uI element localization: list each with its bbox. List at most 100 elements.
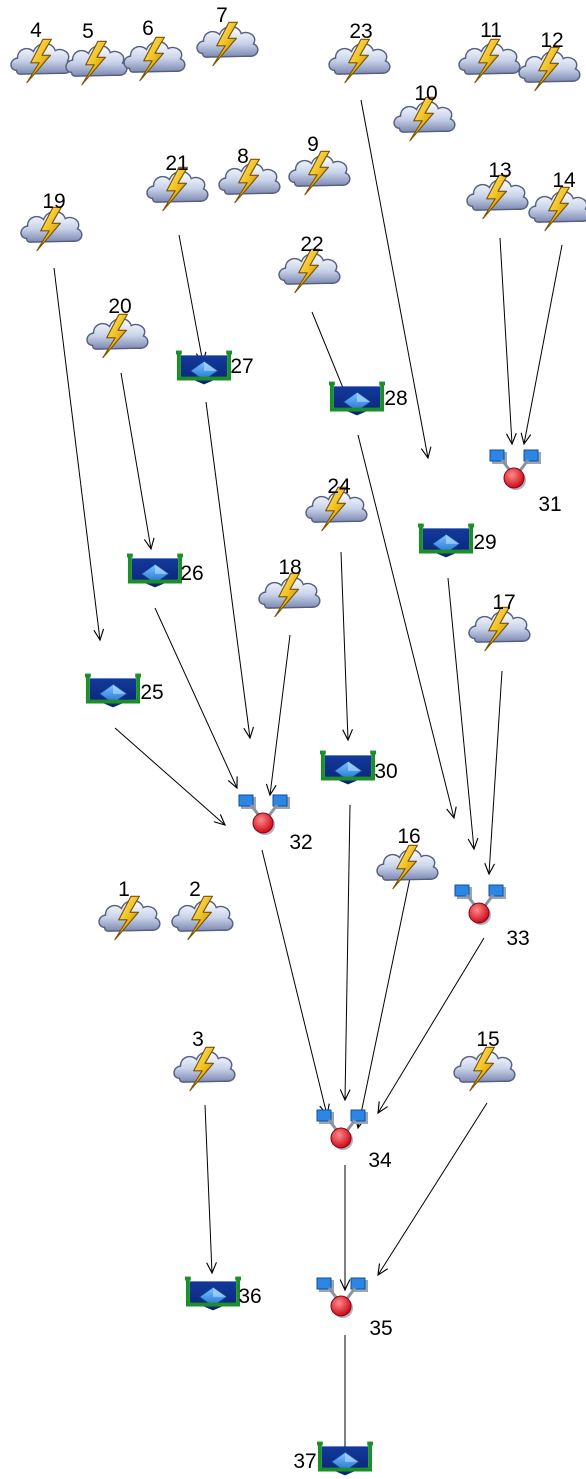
subbasin-reach-icon	[84, 671, 142, 710]
flow-arrow-13-to-31	[499, 237, 517, 446]
node-37[interactable]: 37	[293, 1439, 374, 1478]
node-31[interactable]: 31	[488, 448, 562, 516]
node-label: 13	[488, 159, 511, 182]
storm-cloud-icon	[65, 40, 128, 86]
node-8[interactable]: 8	[218, 145, 281, 204]
subbasin-reach-icon	[328, 379, 386, 418]
node-11[interactable]: 11	[458, 19, 521, 84]
flow-arrow-28-to-33	[357, 434, 457, 820]
node-label: 25	[140, 681, 163, 704]
flow-arrow-21-to-27	[178, 234, 207, 365]
node-16[interactable]: 16	[376, 825, 439, 890]
node-label: 24	[327, 475, 351, 498]
node-19[interactable]: 19	[20, 190, 83, 252]
node-25[interactable]: 25	[84, 671, 164, 710]
node-label: 35	[369, 1317, 392, 1340]
node-label: 2	[189, 878, 201, 901]
node-18[interactable]: 18	[258, 556, 321, 618]
node-label: 20	[108, 295, 131, 318]
node-33[interactable]: 33	[453, 883, 530, 950]
node-6[interactable]: 6	[123, 17, 186, 82]
node-23[interactable]: 23	[328, 20, 391, 84]
node-24[interactable]: 24	[305, 475, 368, 532]
node-15[interactable]: 15	[453, 1028, 516, 1092]
junction-icon	[315, 1276, 369, 1320]
junction-icon	[453, 883, 507, 927]
node-label: 21	[165, 152, 188, 175]
node-34[interactable]: 34	[315, 1108, 392, 1172]
node-22[interactable]: 22	[278, 233, 341, 294]
node-4[interactable]: 4	[10, 19, 73, 84]
storm-cloud-icon	[86, 313, 149, 359]
node-label: 34	[368, 1149, 392, 1172]
junction-icon	[315, 1108, 369, 1152]
storm-cloud-icon	[288, 150, 351, 196]
node-17[interactable]: 17	[468, 591, 531, 652]
subbasin-reach-icon	[316, 1439, 374, 1478]
storm-cloud-icon	[258, 572, 321, 618]
subbasin-reach-icon	[175, 348, 233, 387]
flow-arrow-33-to-34	[377, 937, 485, 1115]
storm-cloud-icon	[518, 46, 581, 92]
node-32[interactable]: 32	[237, 793, 313, 854]
storm-cloud-icon	[218, 158, 281, 204]
node-10[interactable]: 10	[393, 82, 456, 142]
storm-cloud-icon	[328, 38, 391, 84]
flow-arrow-27-to-32	[205, 401, 255, 740]
node-36[interactable]: 36	[184, 1274, 262, 1313]
node-label: 3	[192, 1028, 204, 1051]
flow-arrow-14-to-31	[520, 244, 563, 446]
storm-cloud-icon	[171, 895, 234, 941]
storm-cloud-icon	[376, 844, 439, 890]
node-5[interactable]: 5	[65, 20, 128, 86]
node-1[interactable]: 1	[98, 878, 161, 941]
node-13[interactable]: 13	[466, 159, 529, 220]
node-21[interactable]: 21	[146, 152, 209, 212]
node-label: 17	[492, 591, 515, 614]
node-label: 26	[180, 562, 203, 585]
node-3[interactable]: 3	[173, 1028, 236, 1092]
node-label: 6	[142, 17, 154, 40]
junction-icon	[237, 793, 291, 837]
node-27[interactable]: 27	[175, 348, 254, 387]
flow-arrow-25-to-32	[114, 727, 226, 826]
node-label: 14	[552, 169, 576, 192]
node-label: 19	[42, 190, 65, 213]
subbasin-reach-icon	[126, 551, 184, 590]
node-14[interactable]: 14	[528, 169, 586, 232]
node-20[interactable]: 20	[86, 295, 149, 359]
node-26[interactable]: 26	[126, 551, 204, 590]
node-28[interactable]: 28	[328, 379, 408, 418]
flow-arrow-17-to-33	[484, 670, 503, 876]
node-label: 8	[237, 145, 249, 168]
flow-arrow-30-to-34	[339, 804, 351, 1102]
flow-arrow-20-to-26	[120, 372, 155, 551]
node-7[interactable]: 7	[196, 4, 259, 67]
flow-arrow-29-to-33	[447, 577, 479, 851]
junction-icon	[488, 448, 542, 492]
node-label: 30	[374, 760, 397, 783]
flow-arrow-26-to-32	[154, 607, 238, 790]
node-label: 7	[216, 4, 228, 27]
storm-cloud-icon	[528, 186, 586, 232]
node-12[interactable]: 12	[518, 29, 581, 92]
node-label: 5	[82, 20, 94, 43]
node-label: 27	[230, 355, 253, 378]
node-2[interactable]: 2	[171, 878, 234, 941]
node-9[interactable]: 9	[288, 133, 351, 196]
node-label: 23	[349, 20, 372, 43]
node-label: 29	[473, 531, 496, 554]
flow-arrows	[53, 99, 563, 1460]
node-30[interactable]: 30	[319, 748, 398, 787]
node-35[interactable]: 35	[315, 1276, 393, 1340]
node-label: 28	[384, 387, 407, 410]
storm-cloud-icon	[453, 1046, 516, 1092]
storm-cloud-icon	[20, 206, 83, 252]
node-label: 37	[293, 1450, 316, 1473]
node-label: 16	[397, 825, 420, 848]
node-29[interactable]: 29	[417, 521, 497, 560]
flow-arrow-24-to-30	[340, 551, 354, 742]
flow-arrow-32-to-34	[261, 849, 330, 1117]
node-label: 10	[414, 82, 437, 105]
